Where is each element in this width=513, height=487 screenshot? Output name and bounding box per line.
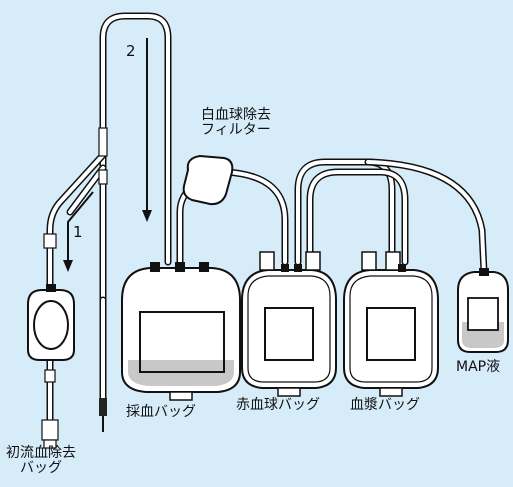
- rbc-bag: [241, 251, 337, 397]
- initial-flow-bag-label-line-2: バッグ: [20, 459, 62, 476]
- map-bag: [457, 268, 509, 353]
- collection-bag: [121, 262, 241, 401]
- connectors: [41, 127, 108, 449]
- flow-arrows: [67, 38, 148, 262]
- filter-label-line-2: フィルター: [201, 121, 271, 138]
- plasma-bag-label: 血漿バッグ: [350, 397, 420, 413]
- arrow-2-label: 2: [126, 42, 136, 60]
- plasma-bag: [343, 251, 439, 397]
- collection-bag-label: 採血バッグ: [126, 404, 196, 420]
- arrow-2-head: [142, 210, 152, 222]
- initial-flow-bag-label: 初流血除去 バッグ: [6, 446, 76, 475]
- tubing: [46, 12, 488, 424]
- rbc-bag-label: 赤血球バッグ: [236, 397, 320, 413]
- arrow-1-head: [63, 260, 73, 272]
- leukocyte-filter: [182, 154, 234, 206]
- filter-label-line-1: 白血球除去: [201, 107, 271, 123]
- map-bag-label: MAP液: [456, 359, 501, 375]
- initial-flow-bag-label-line-1: 初流血除去: [6, 445, 76, 461]
- filter-label: 白血球除去 フィルター: [201, 108, 271, 137]
- initial-flow-bag: [27, 284, 75, 361]
- needle-hub: [99, 398, 107, 416]
- arrow-1-label: 1: [73, 223, 83, 241]
